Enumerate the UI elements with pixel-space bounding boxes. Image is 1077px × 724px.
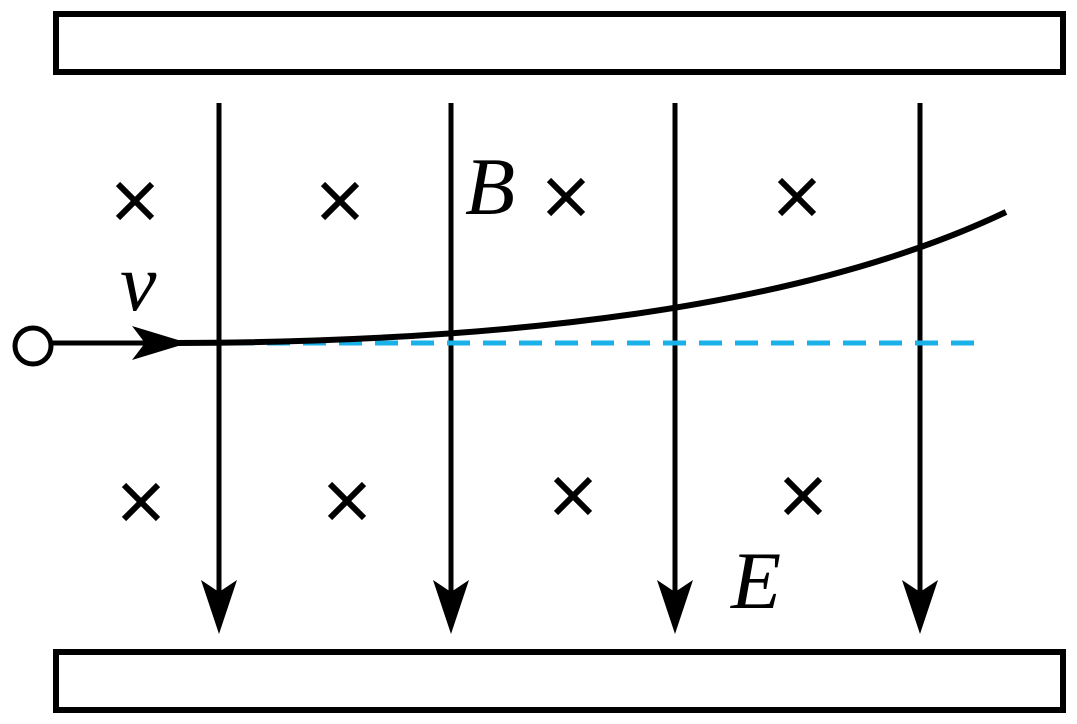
arrowhead-right-icon bbox=[132, 326, 188, 360]
arrowhead-down-icon bbox=[201, 580, 237, 634]
cross-icon bbox=[121, 482, 161, 522]
cross-icon bbox=[783, 476, 823, 516]
deflected-trajectory bbox=[174, 209, 1008, 346]
top-plate bbox=[53, 11, 1066, 75]
electric-field-label: E bbox=[730, 535, 781, 626]
field-line-4 bbox=[902, 103, 938, 634]
open-circle-icon bbox=[12, 325, 54, 367]
field-line-2 bbox=[433, 103, 469, 634]
cross-icon bbox=[327, 481, 367, 521]
bottom-plate bbox=[53, 649, 1066, 713]
cross-icon bbox=[320, 181, 360, 221]
cross-icon bbox=[553, 476, 593, 516]
velocity-label: v bbox=[120, 237, 157, 328]
electric-field-lines bbox=[201, 103, 938, 634]
arrowhead-down-icon bbox=[902, 580, 938, 634]
arrowhead-down-icon bbox=[433, 580, 469, 634]
cross-icon bbox=[115, 181, 155, 221]
arrowhead-down-icon bbox=[657, 580, 693, 634]
field-line-1 bbox=[201, 103, 237, 634]
field-line-3 bbox=[657, 103, 693, 634]
magnetic-field-crosses bbox=[115, 177, 823, 522]
magnetic-field-label: B bbox=[465, 141, 515, 232]
cross-icon bbox=[546, 177, 586, 217]
cross-icon bbox=[777, 177, 817, 217]
